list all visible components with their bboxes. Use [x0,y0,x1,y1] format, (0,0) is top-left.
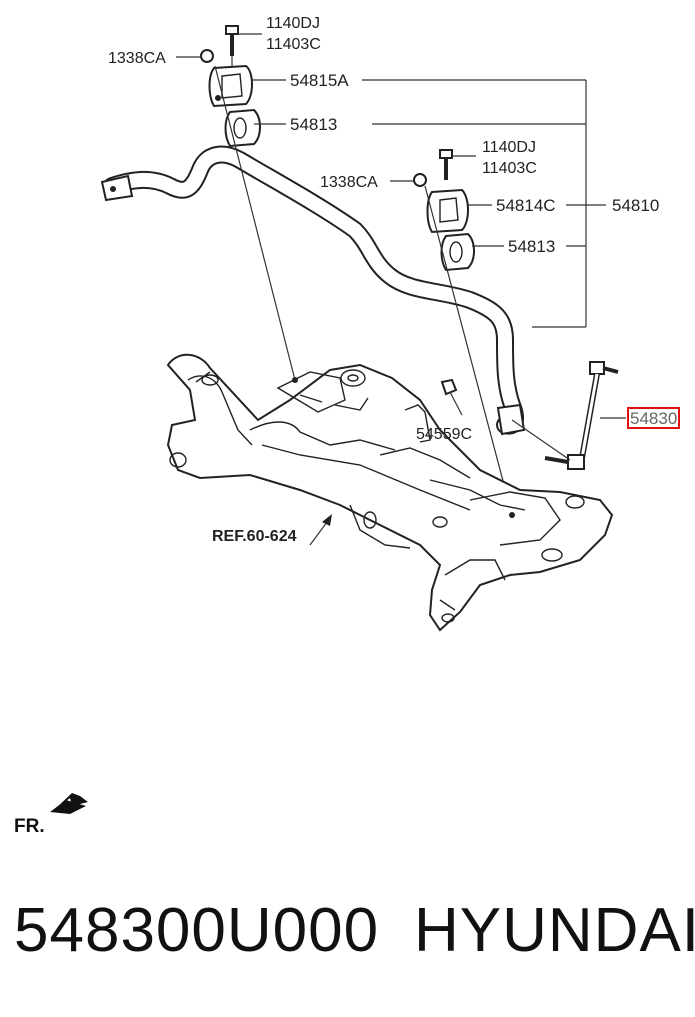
label-subframe-ref: REF.60-624 [212,528,297,545]
front-arrow-icon [50,793,88,814]
label-bushing-top: 54813 [290,115,337,134]
top-mount-group [200,25,296,381]
stabilizer-bar [100,145,526,436]
label-bolt-mid-1: 1140DJ [482,139,536,156]
parts-diagram: 1140DJ 11403C 1338CA 54815A 54813 1140DJ… [14,15,680,837]
label-bushing-mid: 54813 [508,237,555,256]
mid-mount-group [413,149,513,516]
label-nut-mid: 1338CA [320,174,378,191]
label-front: FR. [14,816,45,837]
label-link: 54830 [630,409,677,428]
label-bar-assembly: 54810 [612,196,659,215]
subframe [166,353,614,632]
stabilizer-link [511,361,619,470]
label-bracket-top: 54815A [290,71,349,90]
caption-brand: HYUNDAI [414,896,695,965]
caption-part-number: 548300U000 [14,896,380,965]
label-bolt-mid-2: 11403C [482,160,537,177]
label-nut-top: 1338CA [108,50,166,67]
label-bolt-top-1: 1140DJ [266,15,320,32]
highlight-box [627,407,680,429]
label-bracket-mid: 54814C [496,196,556,215]
link-nut [440,378,463,416]
label-link-nut: 54559C [416,426,472,443]
leader-lines [176,33,626,546]
label-bolt-top-2: 11403C [266,36,321,53]
